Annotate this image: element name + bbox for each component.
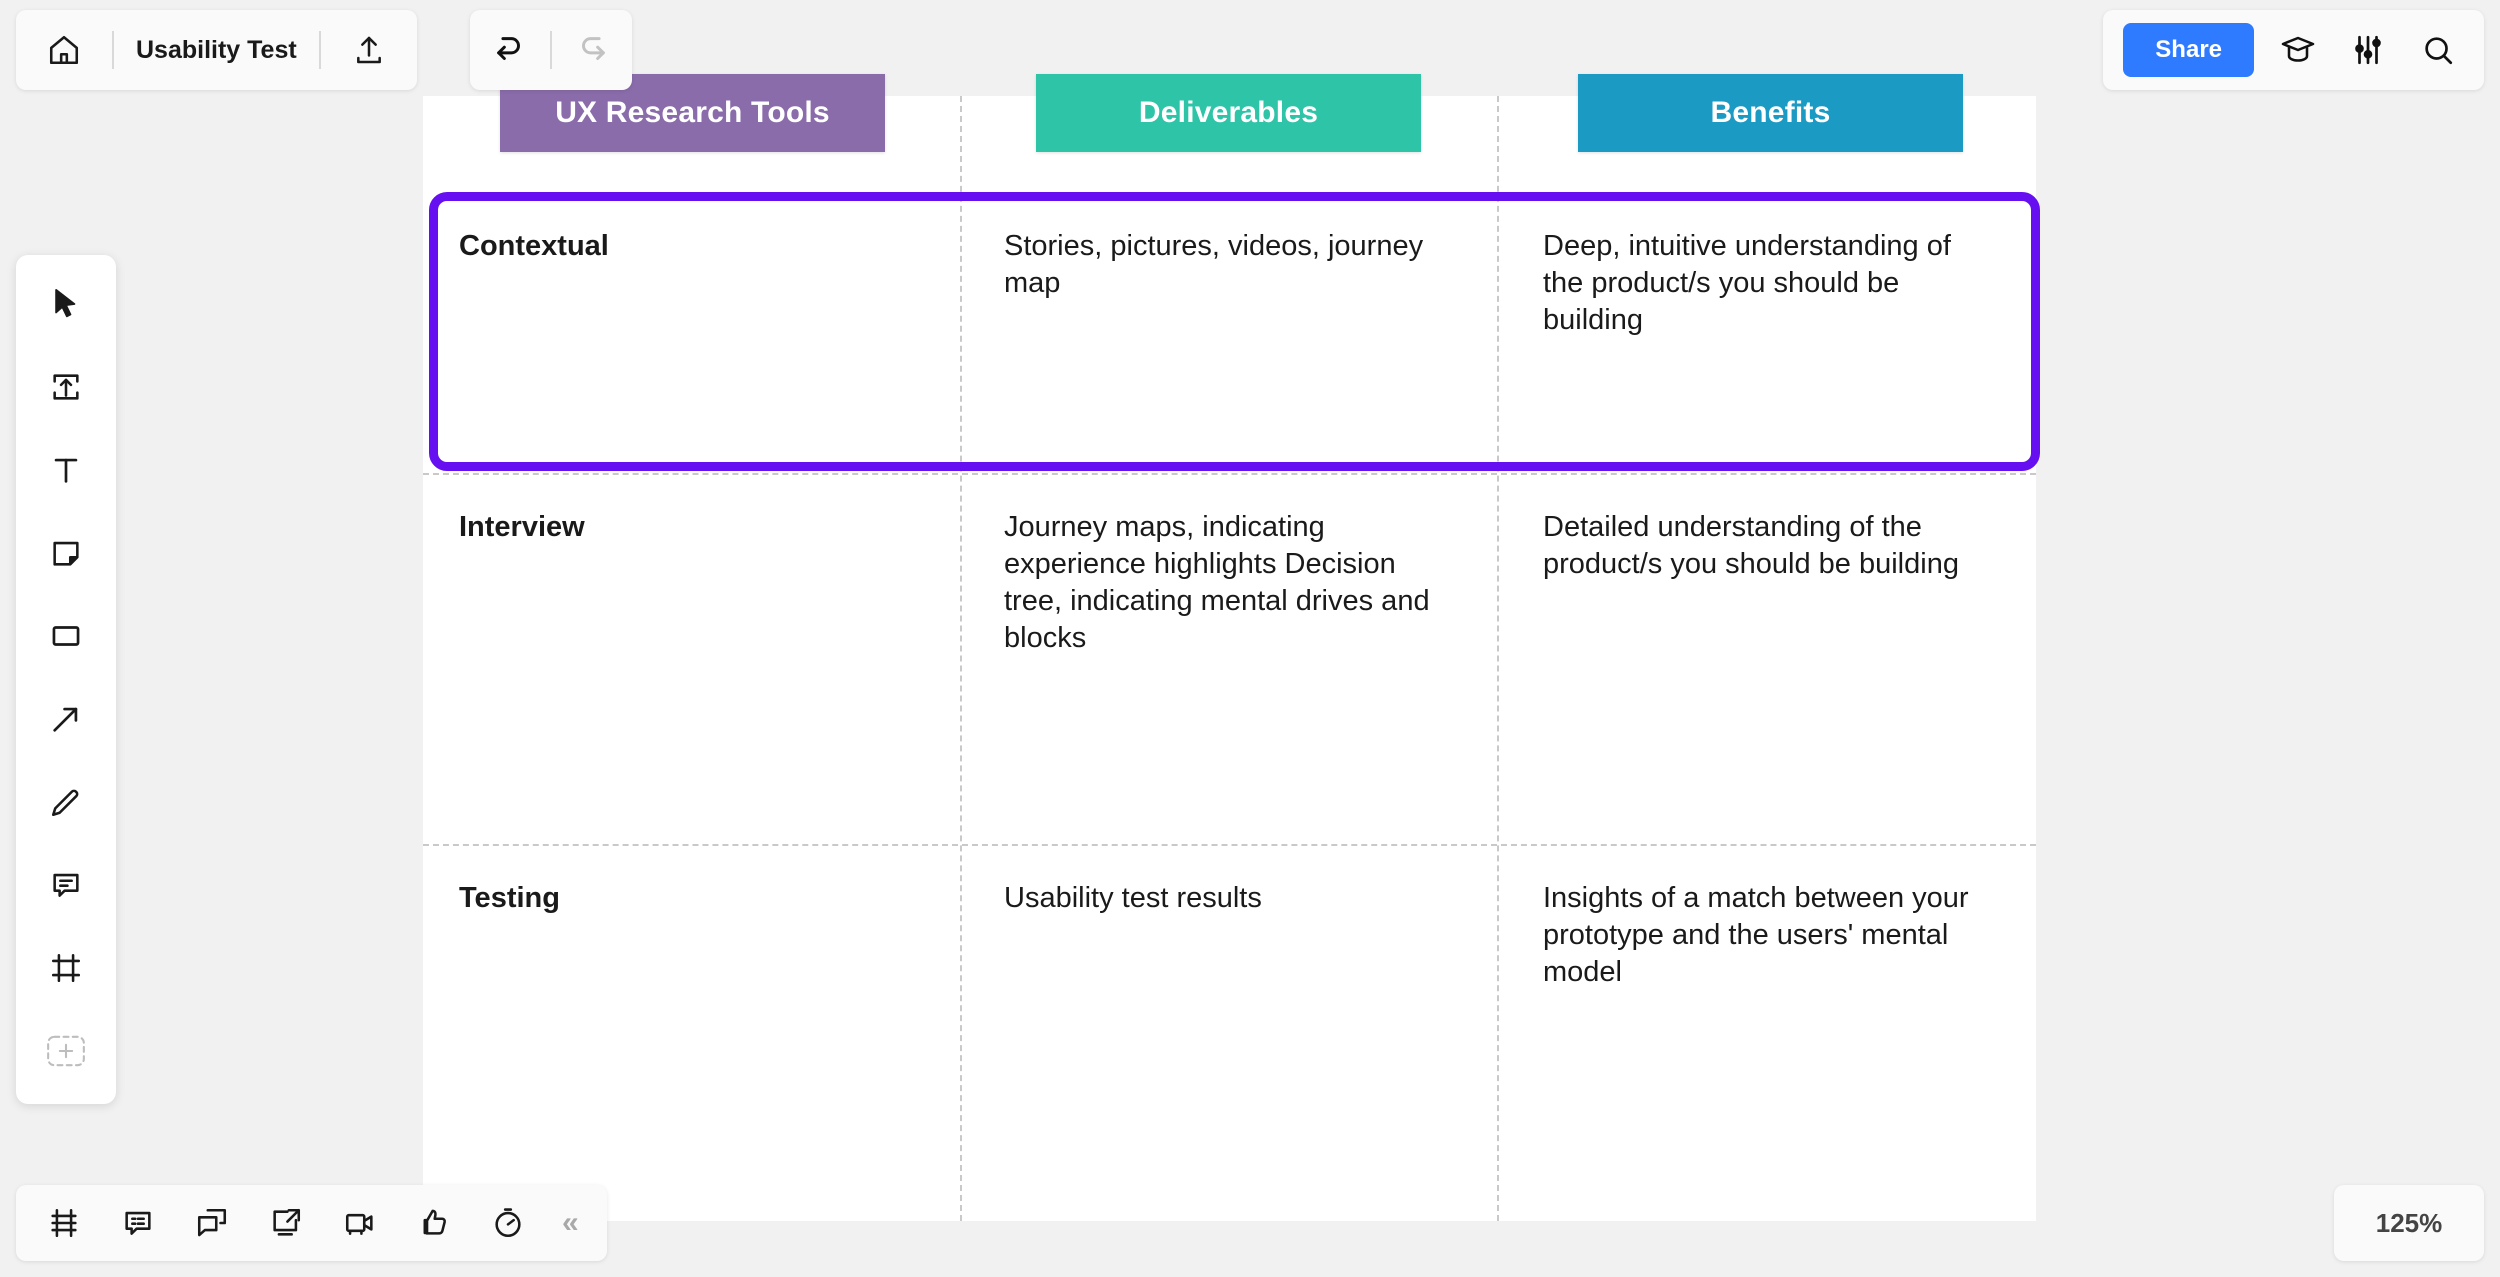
top-right-toolbar: Share	[2103, 10, 2484, 90]
sliders-settings-icon[interactable]	[2342, 24, 2394, 76]
top-left-toolbar: Usability Test	[16, 10, 417, 90]
table-row[interactable]: Testing Usability test results Insights …	[423, 844, 2036, 1221]
cell-tool[interactable]: Contextual	[459, 230, 609, 262]
sticky-note-tool[interactable]	[35, 522, 97, 584]
zoom-level-indicator[interactable]: 125%	[2334, 1185, 2484, 1261]
home-icon[interactable]	[38, 24, 90, 76]
bottom-toolbar: «	[16, 1185, 607, 1261]
column-header-deliverables[interactable]: Deliverables	[1036, 74, 1421, 152]
column-header-label: Deliverables	[1138, 96, 1319, 129]
redo-icon[interactable]	[566, 24, 618, 76]
reactions-thumbsup-icon[interactable]	[408, 1197, 460, 1249]
column-header-benefits[interactable]: Benefits	[1578, 74, 1963, 152]
present-screen-icon[interactable]	[260, 1197, 312, 1249]
left-tool-rail	[16, 255, 116, 1104]
upload-image-tool[interactable]	[35, 356, 97, 418]
cell-benefits[interactable]: Insights of a match between your prototy…	[1543, 882, 1969, 989]
column-header-label: UX Research Tools	[555, 96, 830, 129]
comments-panel-icon[interactable]	[112, 1197, 164, 1249]
row-divider-2	[423, 844, 2036, 846]
shape-rectangle-tool[interactable]	[35, 605, 97, 667]
undo-icon[interactable]	[484, 24, 536, 76]
arrow-connector-tool[interactable]	[35, 688, 97, 750]
pen-draw-tool[interactable]	[35, 771, 97, 833]
timer-icon[interactable]	[482, 1197, 534, 1249]
comment-tool[interactable]	[35, 854, 97, 916]
cell-tool[interactable]: Testing	[459, 882, 560, 914]
divider	[318, 31, 321, 69]
undo-redo-toolbar	[470, 10, 632, 90]
frames-panel-icon[interactable]	[38, 1197, 90, 1249]
document-title[interactable]: Usability Test	[136, 35, 297, 64]
add-more-tool[interactable]	[35, 1020, 97, 1082]
upload-export-icon[interactable]	[343, 24, 395, 76]
cell-benefits[interactable]: Detailed understanding of the product/s …	[1543, 511, 1959, 581]
column-divider-2	[1497, 96, 1499, 1221]
cell-benefits[interactable]: Deep, intuitive understanding of the pro…	[1543, 230, 1951, 337]
share-button[interactable]: Share	[2123, 23, 2254, 77]
cell-deliverables[interactable]: Usability test results	[1004, 882, 1262, 914]
cell-deliverables[interactable]: Journey maps, indicating experience high…	[1004, 511, 1430, 655]
cell-tool[interactable]: Interview	[459, 511, 585, 543]
text-tool[interactable]	[35, 439, 97, 501]
cell-deliverables[interactable]: Stories, pictures, videos, journey map	[1004, 230, 1424, 300]
select-cursor-tool[interactable]	[35, 273, 97, 335]
graduation-cap-icon[interactable]	[2272, 24, 2324, 76]
whiteboard-canvas[interactable]	[423, 96, 2036, 1221]
row-divider-1	[423, 473, 2036, 475]
column-header-label: Benefits	[1710, 96, 1831, 129]
search-icon[interactable]	[2412, 24, 2464, 76]
collapse-toolbar-button[interactable]: «	[562, 1206, 579, 1239]
video-call-icon[interactable]	[334, 1197, 386, 1249]
table-row[interactable]: Interview Journey maps, indicating exper…	[423, 473, 2036, 844]
column-divider-1	[960, 96, 962, 1221]
divider	[550, 31, 552, 69]
frame-tool[interactable]	[35, 937, 97, 999]
divider	[112, 31, 114, 69]
chat-icon[interactable]	[186, 1197, 238, 1249]
table-row[interactable]: Contextual Stories, pictures, videos, jo…	[423, 192, 2036, 473]
zoom-level-label: 125%	[2375, 1207, 2443, 1238]
